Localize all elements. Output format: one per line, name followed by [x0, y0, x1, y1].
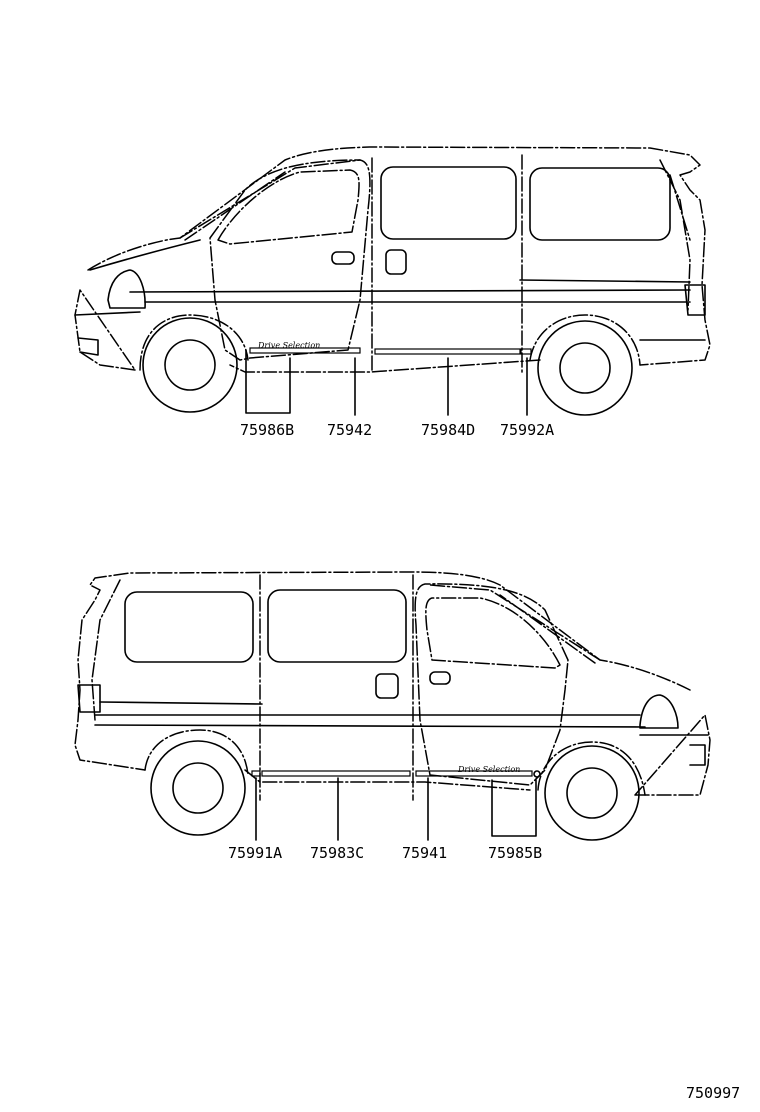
- illustration-code: 750997: [686, 1084, 740, 1102]
- body-line-upper: [129, 289, 691, 293]
- body-line-rocker: [519, 279, 691, 283]
- van-side-view-right: Drive Selection 75991A 75983C 75941 7598…: [74, 571, 711, 862]
- van-side-view-left: Drive Selection 75986B 75942 75984D 7599…: [74, 146, 711, 439]
- body-line-rocker-2: [99, 701, 263, 705]
- part-label-75983C: 75983C: [310, 844, 364, 862]
- front-door-handle: [331, 251, 355, 265]
- headlight: [107, 269, 146, 309]
- front-bumper: [74, 311, 141, 356]
- taillight: [684, 284, 706, 316]
- front-door-handle-2: [429, 671, 451, 685]
- middle-window: [380, 166, 517, 240]
- badge-emblem-2: Drive Selection: [457, 765, 520, 774]
- fuel-lid-2: [375, 673, 399, 699]
- middle-window-2: [267, 589, 407, 663]
- badge-emblem: Drive Selection: [257, 341, 320, 350]
- front-door-window-2: [425, 597, 561, 669]
- sliding-door-molding: [374, 348, 521, 355]
- part-label-75985B: 75985B: [488, 844, 542, 862]
- rear-wheel-arch-2: [144, 729, 249, 776]
- body-line-lower-2: [94, 724, 646, 728]
- part-label-75941: 75941: [402, 844, 447, 862]
- rear-wheel: [537, 320, 633, 416]
- part-label-75942: 75942: [327, 421, 372, 439]
- front-door-outline: [209, 159, 371, 361]
- rear-pillar: [659, 159, 691, 311]
- hood-line: [89, 239, 201, 271]
- front-wheel-arch-2: [537, 741, 646, 796]
- front-wheel-2: [544, 745, 640, 841]
- taillight-2: [77, 684, 101, 713]
- van-body-outline: [74, 146, 711, 373]
- front-door-outline-2: [414, 583, 569, 786]
- front-wheel-arch: [139, 314, 249, 371]
- front-bumper-2: [639, 734, 709, 766]
- part-label-75986B: 75986B: [240, 421, 294, 439]
- windshield-2: [429, 584, 601, 664]
- front-door-window: [217, 169, 360, 245]
- rear-wheel-arch: [529, 314, 641, 366]
- rear-window: [529, 167, 671, 241]
- front-wheel: [142, 317, 238, 413]
- front-door-molding: [249, 347, 361, 354]
- van-body-outline-2: [74, 571, 711, 796]
- headlight-2: [639, 694, 679, 729]
- leader-75986B: [245, 349, 291, 414]
- part-label-75992A: 75992A: [500, 421, 554, 439]
- part-label-75991A: 75991A: [228, 844, 282, 862]
- front-door-molding-2: [415, 770, 533, 777]
- sliding-door-molding-2: [261, 770, 411, 777]
- molding-clip: [533, 770, 541, 778]
- rear-window-2: [124, 591, 254, 663]
- part-label-75984D: 75984D: [421, 421, 475, 439]
- windshield: [179, 159, 361, 241]
- rear-molding-end-2: [251, 770, 261, 777]
- rear-pillar-2: [91, 579, 121, 721]
- fuel-lid: [385, 249, 407, 275]
- rear-molding-end: [520, 348, 532, 355]
- rear-wheel-2: [150, 740, 246, 836]
- leader-75985B: [491, 779, 537, 837]
